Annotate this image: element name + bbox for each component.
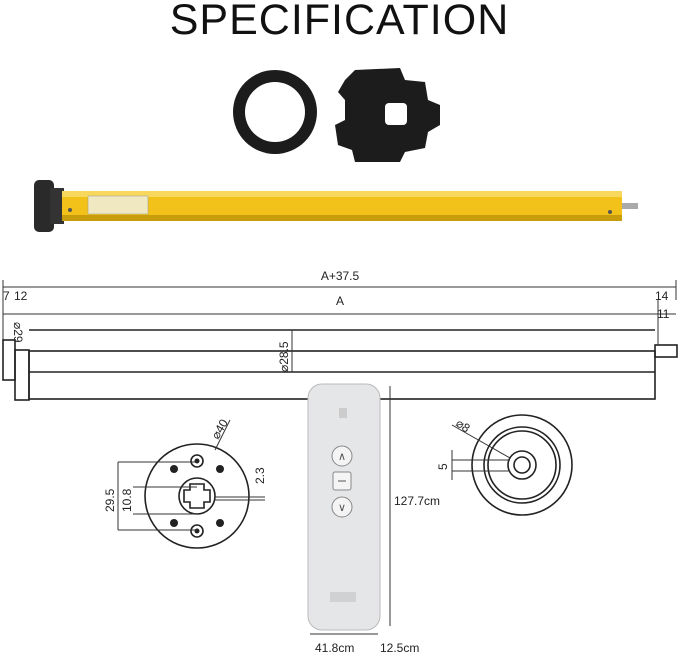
shaft-width-label: 10.8 [120,488,134,512]
page-title: SPECIFICATION [169,0,510,44]
right-offset-1-label: 14 [655,289,669,303]
crown-ring [233,70,317,154]
left-offset-1-label: 7 [3,289,10,303]
right-offset-2-label: 11 [657,307,670,321]
overall-length-label: A+37.5 [321,269,360,283]
motor-head-view: 29.5 10.8 2.3 ⌀40 [103,416,267,549]
tube-length-label: A [336,294,344,308]
tube-dimension-drawing: A+37.5 A 7 12 14 11 ⌀29 ⌀28.5 [2,269,678,401]
chevron-down-icon: ∨ [338,502,346,514]
remote-height-label: 127.7cm [394,494,440,508]
drive-wheel [335,68,440,162]
offset-label: 2.3 [253,467,267,484]
tubular-motor [34,180,638,232]
motor-end-view: 5 ⌀8 [436,414,573,516]
pin-width-label: 5 [436,463,450,470]
head-diameter-label: ⌀29 [11,322,25,343]
left-offset-2-label: 12 [14,289,28,303]
up-button[interactable] [331,445,353,467]
down-button[interactable] [331,496,353,518]
tube-diameter-label: ⌀28.5 [277,341,291,372]
remote-depth-label: 12.5cm [380,641,419,655]
chevron-up-icon: ∧ [338,451,346,463]
hole-spacing-label: 29.5 [103,488,117,512]
remote-control: ∧ ∨ 127.7cm 41.8cm 12.5cm [307,383,440,655]
pin-diameter-label: ⌀8 [453,416,473,436]
outer-diameter-label: ⌀40 [208,416,231,441]
remote-width-label: 41.8cm [315,641,354,655]
